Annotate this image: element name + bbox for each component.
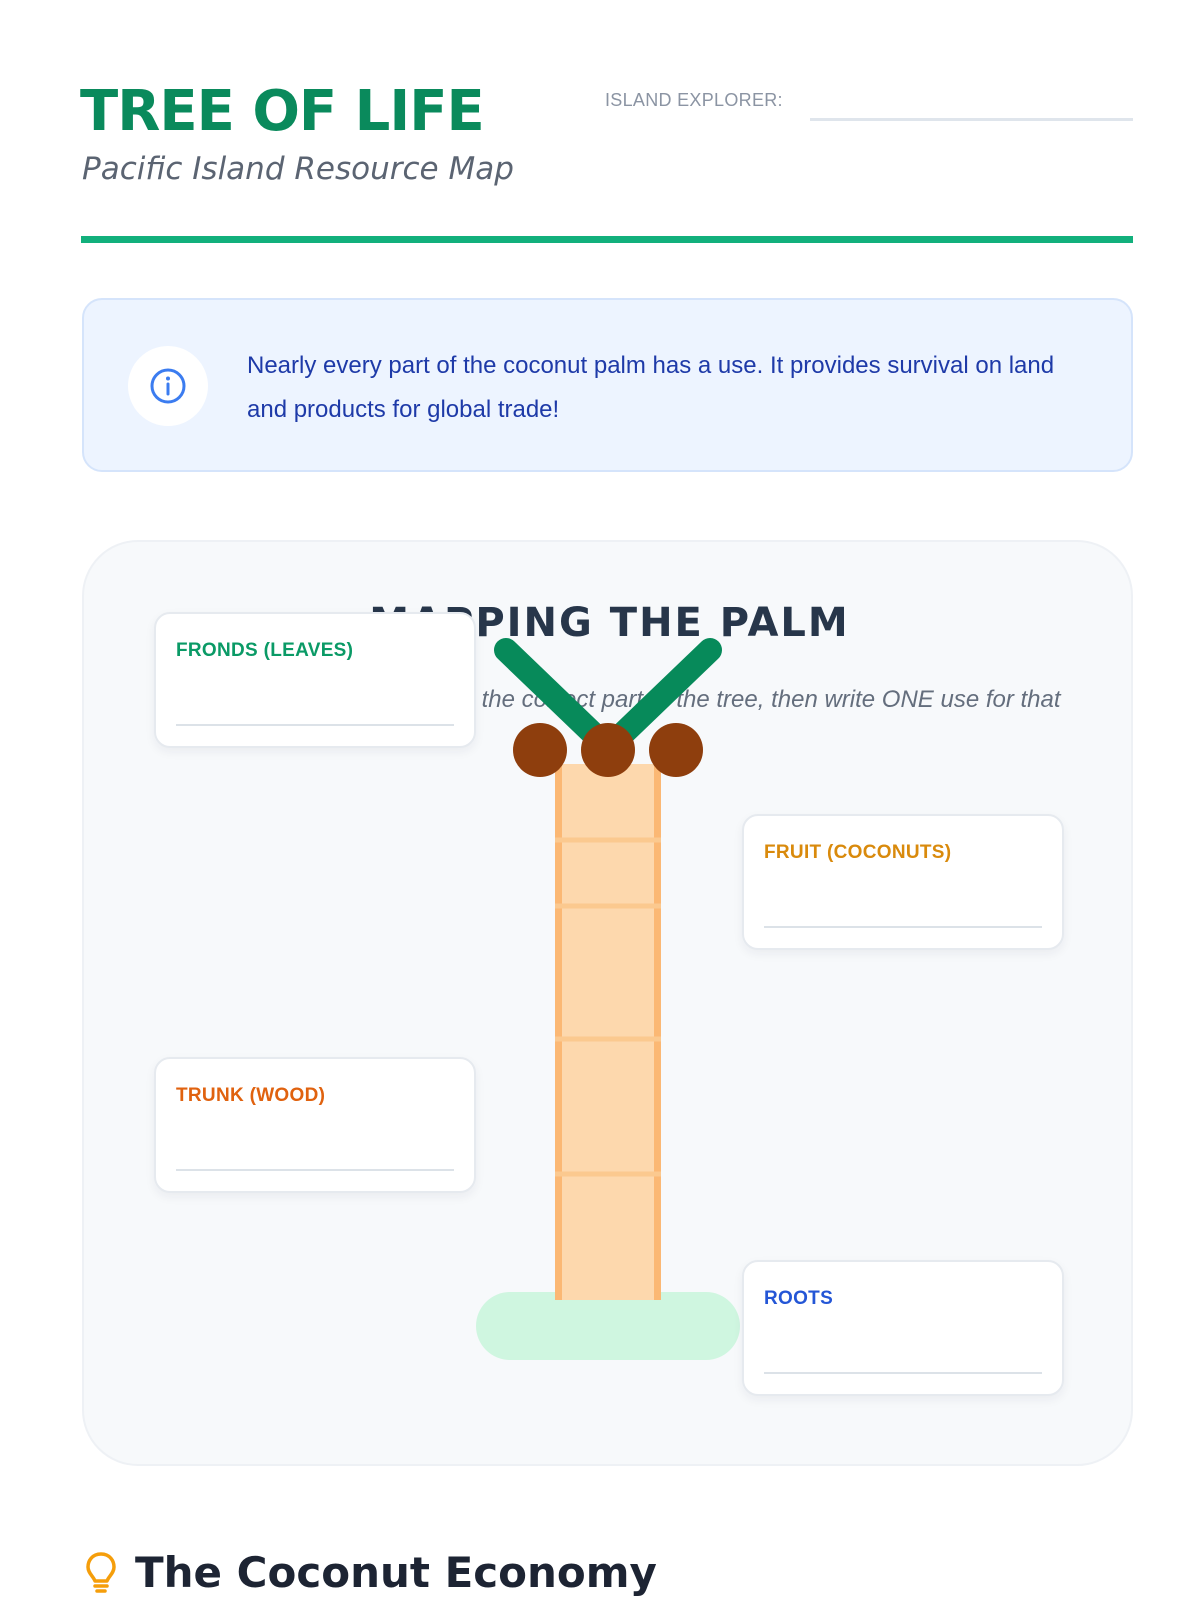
page-title: TREE OF LIFE [80, 79, 485, 144]
answer-line[interactable] [764, 926, 1042, 928]
label-card-fruit: FRUIT (COCONUTS) [742, 814, 1064, 950]
label-card-trunk: TRUNK (WOOD) [154, 1057, 476, 1193]
label-card-title: ROOTS [764, 1288, 834, 1309]
explorer-name-label: ISLAND EXPLORER: [605, 90, 783, 110]
page-subtitle: Pacific Island Resource Map [82, 151, 514, 187]
info-text: Nearly every part of the coconut palm ha… [247, 352, 1055, 423]
answer-line[interactable] [764, 1372, 1042, 1374]
info-icon [128, 346, 208, 426]
label-card-title: FRUIT (COCONUTS) [764, 842, 952, 863]
palm-trunk [555, 764, 661, 1300]
explorer-name-field[interactable] [810, 118, 1133, 121]
ground-mound [476, 1292, 740, 1360]
label-card-title: TRUNK (WOOD) [176, 1085, 326, 1106]
diagram-panel: MAPPING THE PALM Draw a line from each l… [82, 540, 1133, 1466]
answer-line[interactable] [176, 724, 454, 726]
section-heading: The Coconut Economy [135, 1548, 657, 1597]
palm-tree-illustration [476, 638, 740, 1360]
label-card-title: FRONDS (LEAVES) [176, 640, 354, 661]
label-card-roots: ROOTS [742, 1260, 1064, 1396]
answer-line[interactable] [176, 1169, 454, 1171]
info-callout: Nearly every part of the coconut palm ha… [82, 298, 1133, 472]
label-card-fronds: FRONDS (LEAVES) [154, 612, 476, 748]
header-divider [81, 236, 1133, 243]
lightbulb-icon [84, 1550, 118, 1599]
coconuts [513, 723, 703, 777]
